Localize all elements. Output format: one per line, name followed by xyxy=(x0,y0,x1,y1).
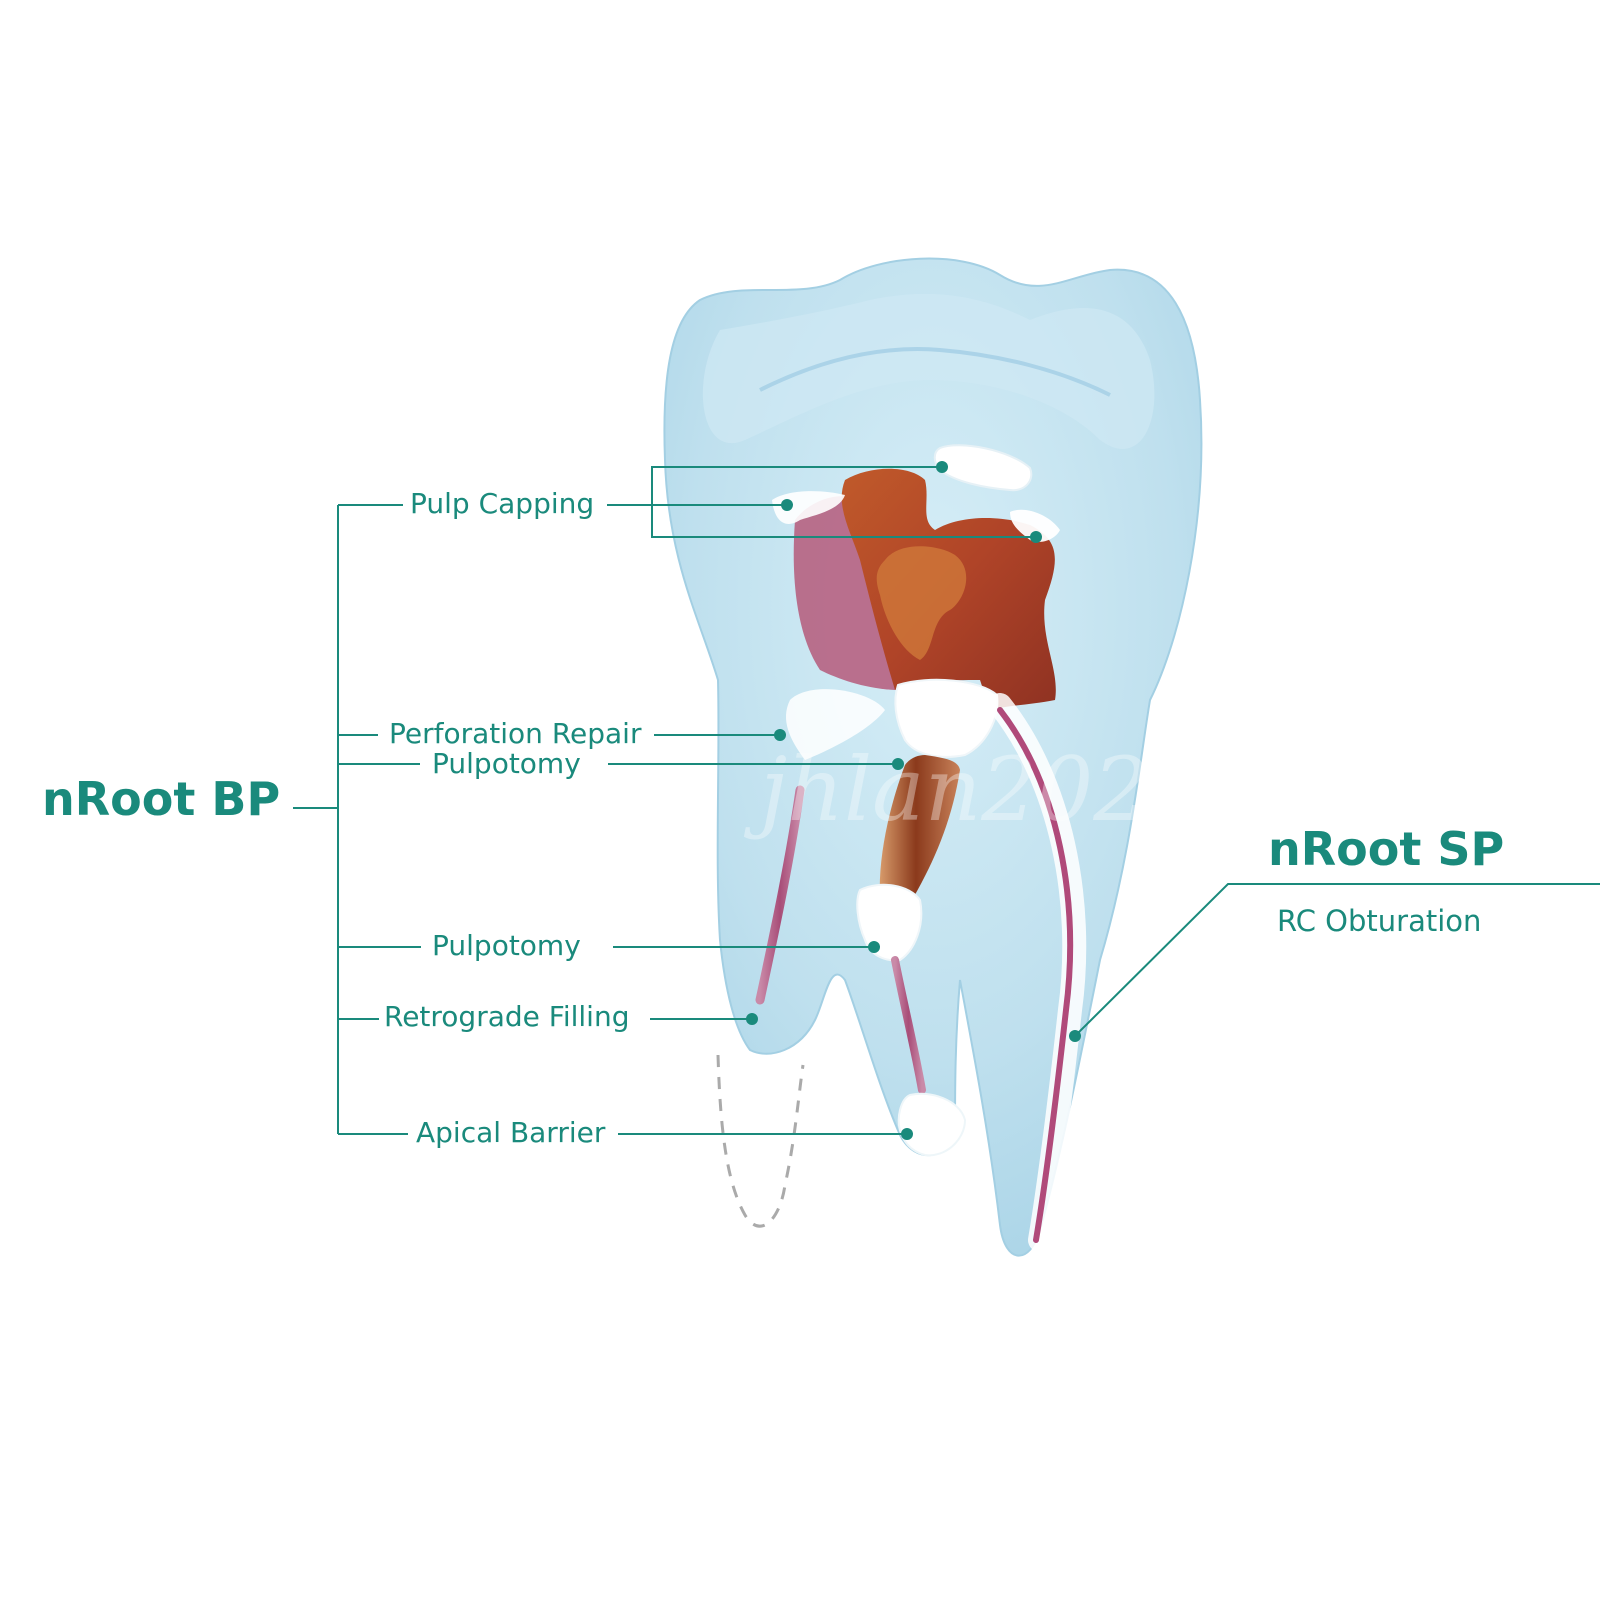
dot-rc-obturation xyxy=(1069,1030,1081,1042)
canal-post xyxy=(879,755,960,900)
label-pulp-capping: Pulp Capping xyxy=(410,487,594,520)
label-rc-obturation: RC Obturation xyxy=(1277,904,1481,938)
perforation-repair-material xyxy=(785,689,885,760)
left-labels: nRoot BP Pulp Capping Perforation Repair… xyxy=(42,487,642,1149)
dot-apical-barrier xyxy=(901,1128,913,1140)
product-name-sp: nRoot SP xyxy=(1268,822,1504,876)
dot-pulpotomy-2 xyxy=(868,941,880,953)
dot-pulp-capping-right xyxy=(1030,531,1042,543)
label-apical-barrier: Apical Barrier xyxy=(416,1116,606,1149)
capping-material-left xyxy=(772,491,845,524)
label-perforation-repair: Perforation Repair xyxy=(389,717,642,750)
leader-dots xyxy=(746,461,1081,1140)
leader-pulp-capping-box xyxy=(651,466,1036,538)
dot-pulpotomy-1 xyxy=(892,758,904,770)
capping-material-right xyxy=(1010,509,1060,542)
resected-root-outline xyxy=(716,1054,805,1228)
pulp-tissue-highlight xyxy=(876,546,967,660)
tooth-illustration: jhlan2020 xyxy=(663,257,1205,1257)
capping-material-top xyxy=(933,444,1033,492)
crown-rim xyxy=(759,347,1111,397)
middle-root-canal xyxy=(891,956,926,1094)
dot-retrograde-filling xyxy=(746,1013,758,1025)
label-pulpotomy-2: Pulpotomy xyxy=(432,929,581,962)
dot-pulp-capping-left xyxy=(781,499,793,511)
leader-rc-obturation xyxy=(1074,883,1600,1037)
pulpotomy-plug-upper xyxy=(894,678,999,758)
right-labels: nRoot SP RC Obturation xyxy=(1268,822,1504,938)
watermark: jhlan2020 xyxy=(743,738,1205,841)
apical-barrier-material xyxy=(897,1092,967,1157)
right-root-canal-inner xyxy=(997,707,1073,1243)
label-retrograde-filling: Retrograde Filling xyxy=(384,1000,629,1033)
label-pulpotomy-1: Pulpotomy xyxy=(432,747,581,780)
dot-perforation-repair xyxy=(774,729,786,741)
crown-inner-highlight xyxy=(702,293,1155,449)
product-name-bp: nRoot BP xyxy=(42,772,280,826)
right-root-canal-outer xyxy=(988,693,1087,1252)
left-callout-lines xyxy=(293,466,1600,1135)
left-root-canal xyxy=(755,785,805,1005)
dot-pulp-capping-top xyxy=(936,461,948,473)
